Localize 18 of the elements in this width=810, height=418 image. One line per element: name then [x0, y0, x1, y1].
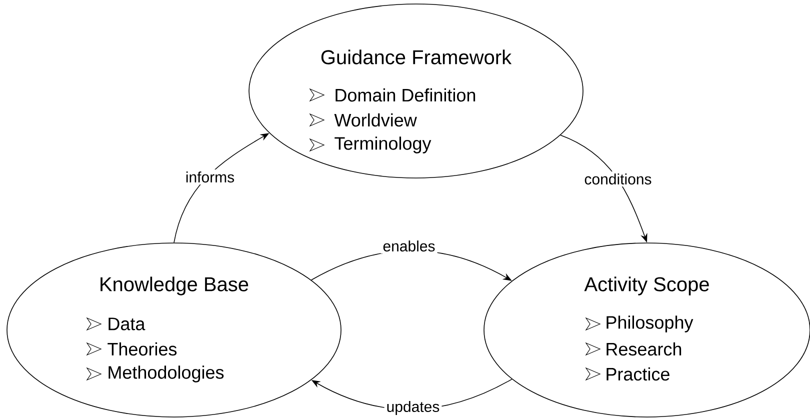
list-item: Research	[606, 342, 682, 356]
edge-label: informs	[183, 170, 237, 184]
list-item: Practice	[606, 367, 670, 381]
list-item: Worldview	[334, 113, 417, 127]
list-item: Terminology	[334, 136, 432, 154]
concept-ellipse	[6, 242, 342, 418]
concept-ellipse	[248, 4, 584, 178]
list-item: Theories	[108, 342, 177, 356]
heading-text: Activity Scope	[584, 276, 709, 296]
heading-text: Guidance Framework	[321, 50, 512, 64]
edge-label: conditions	[582, 172, 654, 186]
list-item: Philosophy	[606, 316, 694, 332]
list-item: Methodologies	[108, 366, 224, 382]
edge-label: enables	[380, 238, 438, 254]
list-item: Data	[108, 318, 146, 330]
list-item: Domain Definition	[336, 88, 476, 102]
edge-label: updates	[384, 399, 442, 417]
heading-text: Knowledge Base	[100, 276, 248, 296]
